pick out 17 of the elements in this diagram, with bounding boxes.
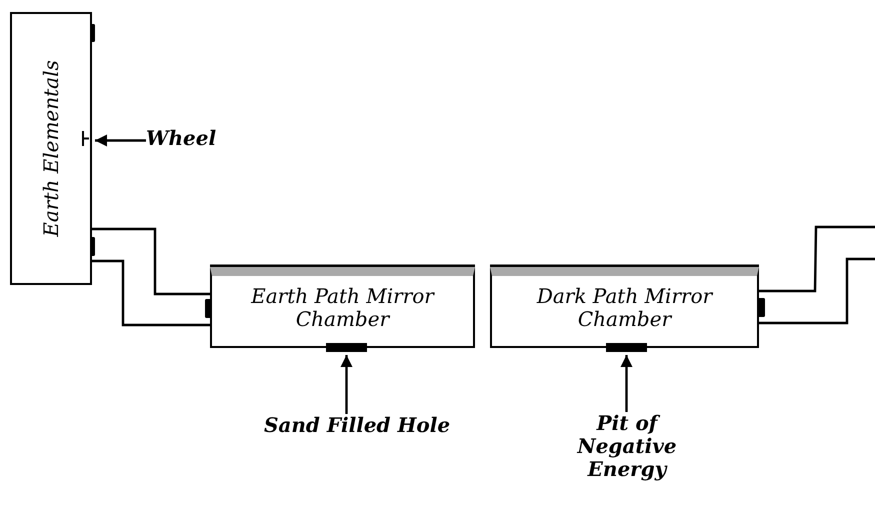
wheel-mark — [82, 131, 89, 146]
leader-line — [340, 355, 352, 414]
callout-label: Wheel — [146, 127, 230, 155]
room-box — [210, 267, 475, 348]
callout-label: Pit of Negative Energy — [567, 412, 687, 508]
leader-line — [620, 355, 632, 412]
room-box — [10, 12, 92, 285]
room-name: Earth Elementals — [40, 60, 62, 237]
corridor-lines — [758, 226, 875, 324]
callout-label: Sand Filled Hole — [262, 414, 452, 470]
hole-mark — [326, 343, 367, 352]
room-name: Dark Path Mirror Chamber — [536, 285, 714, 331]
pit-mark — [606, 343, 647, 352]
room-box — [490, 267, 759, 348]
leader-line — [95, 134, 146, 146]
corridor-lines — [90, 228, 212, 326]
room-name: Earth Path Mirror Chamber — [250, 285, 436, 331]
